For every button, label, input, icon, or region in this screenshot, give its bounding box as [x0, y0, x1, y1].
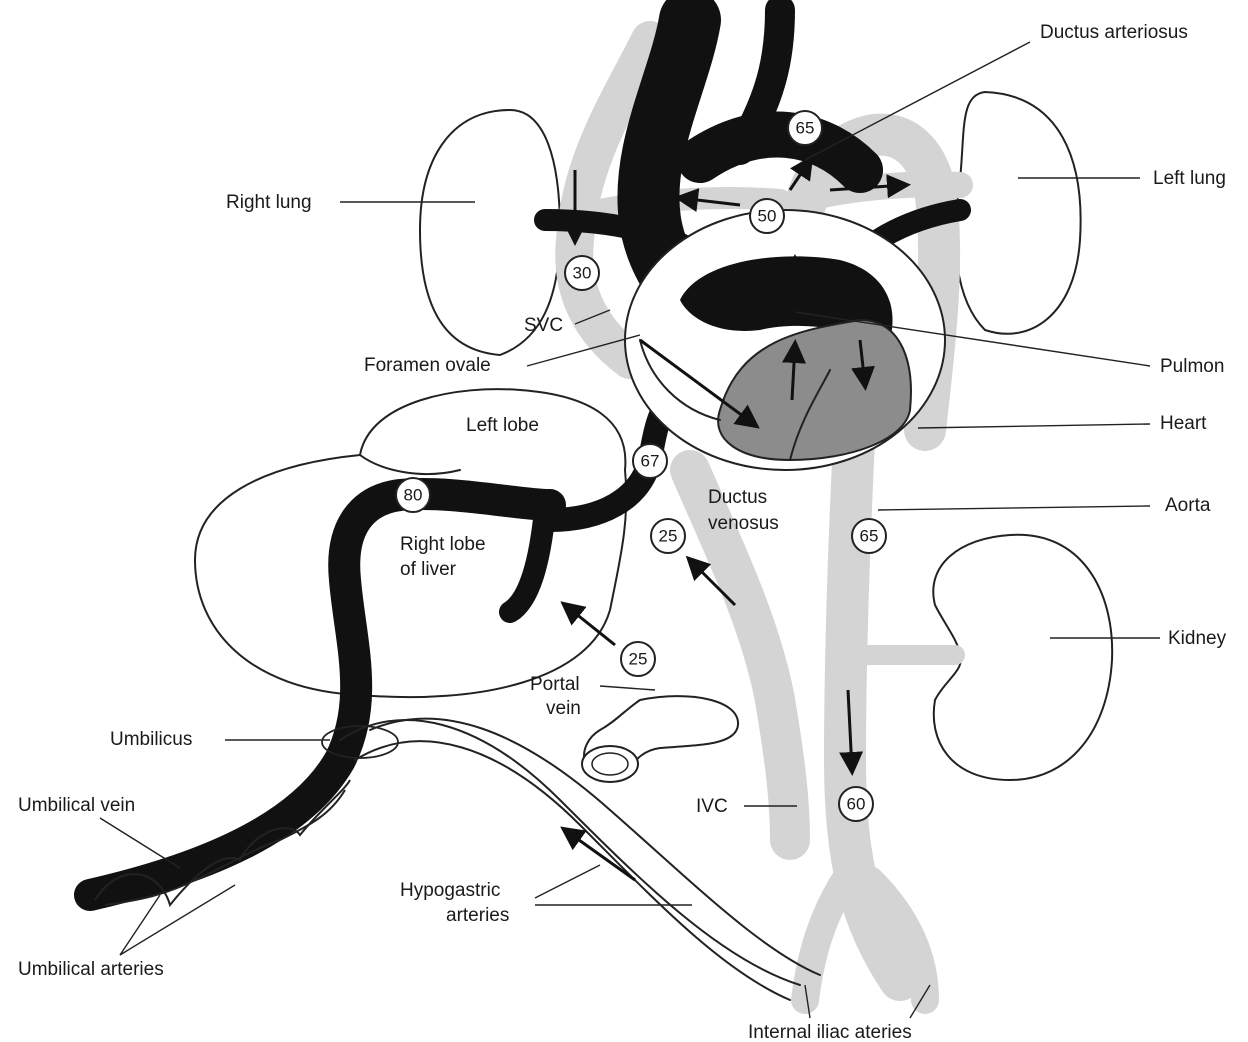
label-ductus-venosus-2: venosus: [708, 513, 779, 534]
svg-text:65: 65: [796, 119, 815, 138]
hypogastric-artery-1: [340, 720, 800, 985]
label-svc: SVC: [524, 315, 563, 336]
arch-to-descending: [700, 135, 860, 170]
label-portal-vein-2: vein: [546, 698, 581, 719]
label-left-lung: Left lung: [1153, 168, 1226, 189]
label-ductus-venosus-1: Ductus: [708, 487, 767, 508]
label-umbilical-arteries: Umbilical arteries: [18, 959, 164, 980]
label-aorta: Aorta: [1165, 495, 1211, 516]
sat-badge-pulmonary-trunk: 50: [750, 199, 784, 233]
label-left-lobe: Left lobe: [466, 415, 539, 436]
leader-heart: [918, 424, 1150, 428]
label-pulmonary: Pulmon: [1160, 356, 1224, 377]
intestine-lumen: [582, 746, 638, 782]
label-ivc: IVC: [696, 796, 728, 817]
label-right-lung: Right lung: [226, 192, 312, 213]
label-foramen-ovale: Foramen ovale: [364, 355, 491, 376]
leader-umbilical-vein: [100, 818, 180, 868]
label-ductus-arteriosus: Ductus arteriosus: [1040, 22, 1188, 43]
sat-badge-ductus-venosus: 67: [633, 444, 667, 478]
leader-umbilical-arteries-1: [120, 895, 160, 955]
sat-badge-portal-vein: 25: [621, 642, 655, 676]
label-internal-iliac: Internal iliac ateries: [748, 1022, 912, 1042]
label-kidney: Kidney: [1168, 628, 1227, 649]
leader-hypogastric-1: [535, 865, 600, 898]
label-hypogastric-1: Hypogastric: [400, 880, 500, 901]
svg-text:60: 60: [847, 795, 866, 814]
label-hypogastric-2: arteries: [446, 905, 509, 926]
svg-text:50: 50: [758, 207, 777, 226]
svg-text:30: 30: [573, 264, 592, 283]
leader-aorta: [878, 506, 1150, 510]
sat-badge-ductus-arteriosus: 65: [788, 111, 822, 145]
hypogastric-arrow: [565, 830, 635, 880]
label-right-lobe-2: of liver: [400, 559, 457, 580]
sat-badge-ivc: 60: [839, 787, 873, 821]
svg-text:65: 65: [860, 527, 879, 546]
sat-badge-liver-vein: 25: [651, 519, 685, 553]
svg-text:25: 25: [629, 650, 648, 669]
label-umbilicus: Umbilicus: [110, 729, 192, 750]
svg-text:67: 67: [641, 452, 660, 471]
sat-badge-umbilical-vein: 80: [396, 478, 430, 512]
iliac-left-branch: [805, 880, 845, 1000]
label-right-lobe-1: Right lobe: [400, 534, 486, 555]
label-heart: Heart: [1160, 413, 1207, 434]
sat-badge-svc: 30: [565, 256, 599, 290]
leader-portal-vein: [600, 686, 655, 690]
label-umbilical-vein: Umbilical vein: [18, 795, 135, 816]
sat-badge-aorta: 65: [852, 519, 886, 553]
left-lung: [955, 92, 1080, 334]
svg-text:80: 80: [404, 486, 423, 505]
label-portal-vein-1: Portal: [530, 674, 580, 695]
svg-text:25: 25: [659, 527, 678, 546]
